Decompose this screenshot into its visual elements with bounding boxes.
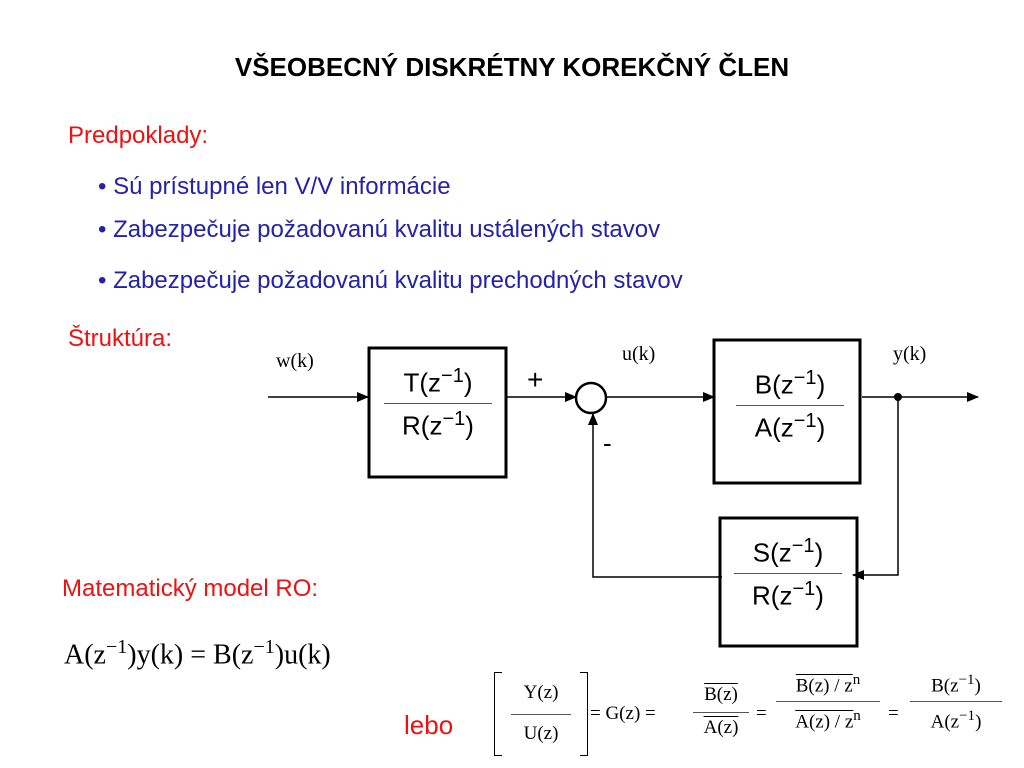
eq-exp-1: −1	[105, 636, 128, 658]
a-exp: −1	[959, 708, 976, 725]
t-exponent: −1	[441, 365, 464, 387]
fraction-line	[511, 714, 571, 715]
s-exponent: −1	[791, 535, 815, 557]
eq-part-1: A(z	[64, 639, 106, 671]
a-exponent: −1	[793, 409, 817, 432]
fraction-line	[734, 572, 842, 574]
equals-3: =	[888, 703, 899, 724]
a-denominator: A(z	[754, 412, 794, 443]
bullet-item-1: • Sú prístupné len V/V informácie	[98, 173, 451, 200]
feedback-return-line	[588, 413, 722, 578]
fraction-line	[776, 701, 880, 703]
lebo-label: lebo	[404, 710, 454, 740]
fraction-line	[736, 404, 844, 406]
r2-close: )	[815, 580, 824, 611]
equals-2: =	[756, 703, 767, 724]
r-exponent: −1	[442, 407, 466, 430]
b-over-a-zinv: B(z−1) A(z−1)	[910, 672, 1002, 734]
eq-part-2: )y(k) = B(z	[127, 639, 254, 671]
t-close: )	[463, 367, 473, 398]
minus-sign: -	[603, 428, 612, 458]
structure-heading: Štruktúra:	[68, 325, 173, 352]
a-bar-z: A(z)	[703, 717, 739, 738]
eq-exp-2: −1	[253, 636, 275, 658]
block-b-a-fraction: B(z−1) A(z−1)	[736, 367, 844, 443]
feedback-down-line	[852, 397, 899, 580]
equals-g: = G(z) =	[590, 703, 656, 724]
block-t-r-fraction: T(z−1) R(z−1)	[384, 365, 492, 441]
input-label: w(k)	[276, 350, 314, 372]
r2-exponent: −1	[792, 577, 816, 600]
a-close: )	[816, 412, 826, 443]
a-z-inv: A(z	[930, 711, 960, 733]
a-bar-z-n: A(z) / z	[795, 711, 854, 733]
bullet-item-2: • Zabezpečuje požadovanú kvalitu ustálen…	[98, 216, 661, 243]
b-z-inv: B(z	[931, 675, 959, 697]
output-label: y(k)	[893, 343, 927, 365]
r-denominator: R(z	[402, 410, 443, 441]
b-exp: −1	[958, 672, 975, 688]
b-over-a-zn: B(z) / zn A(z) / zn	[776, 672, 880, 734]
b-bar-z: B(z)	[704, 684, 738, 705]
assumptions-heading: Predpoklady:	[68, 122, 209, 149]
summing-junction	[574, 381, 608, 415]
r-close: )	[465, 410, 474, 441]
page-title: VŠEOBECNÝ DISKRÉTNY KOREKČNÝ ČLEN	[234, 52, 790, 82]
model-heading: Matematický model RO:	[62, 575, 319, 602]
b-bar-z-n: B(z) / z	[795, 675, 853, 697]
u-z-term: U(z)	[523, 723, 559, 744]
model-equation: A(z−1)y(k) = B(z−1)u(k)	[64, 636, 331, 671]
b-numerator: B(z	[754, 369, 794, 400]
r2-denominator: R(z	[752, 580, 793, 611]
block-b-a	[712, 338, 862, 485]
n-exponent-den: n	[853, 708, 861, 725]
branch-point	[894, 393, 902, 401]
block-s-r-fraction: S(z−1) R(z−1)	[734, 535, 842, 611]
b-exponent: −1	[793, 367, 817, 389]
eq-part-3: )u(k)	[274, 639, 331, 671]
n-exponent-num: n	[852, 672, 861, 688]
block-s-r	[718, 516, 859, 648]
fraction-line	[384, 402, 492, 404]
s-close: )	[814, 537, 824, 568]
a-close-paren: )	[975, 711, 982, 733]
plus-sign: +	[527, 364, 544, 395]
bbar-over-abar: B(z) A(z)	[693, 684, 749, 739]
t-numerator: T(z	[403, 367, 442, 398]
fraction-line	[693, 712, 749, 713]
matrix-bracket: Y(z) U(z)	[494, 672, 588, 756]
b-close-paren: )	[974, 675, 981, 697]
fraction-line	[910, 701, 1002, 703]
s-numerator: S(z	[752, 537, 792, 568]
b-close: )	[816, 369, 826, 400]
block-t-r	[367, 346, 508, 479]
control-label: u(k)	[622, 343, 656, 365]
y-z-term: Y(z)	[523, 682, 559, 703]
bullet-item-3: • Zabezpečuje požadovanú kvalitu prechod…	[98, 267, 683, 294]
